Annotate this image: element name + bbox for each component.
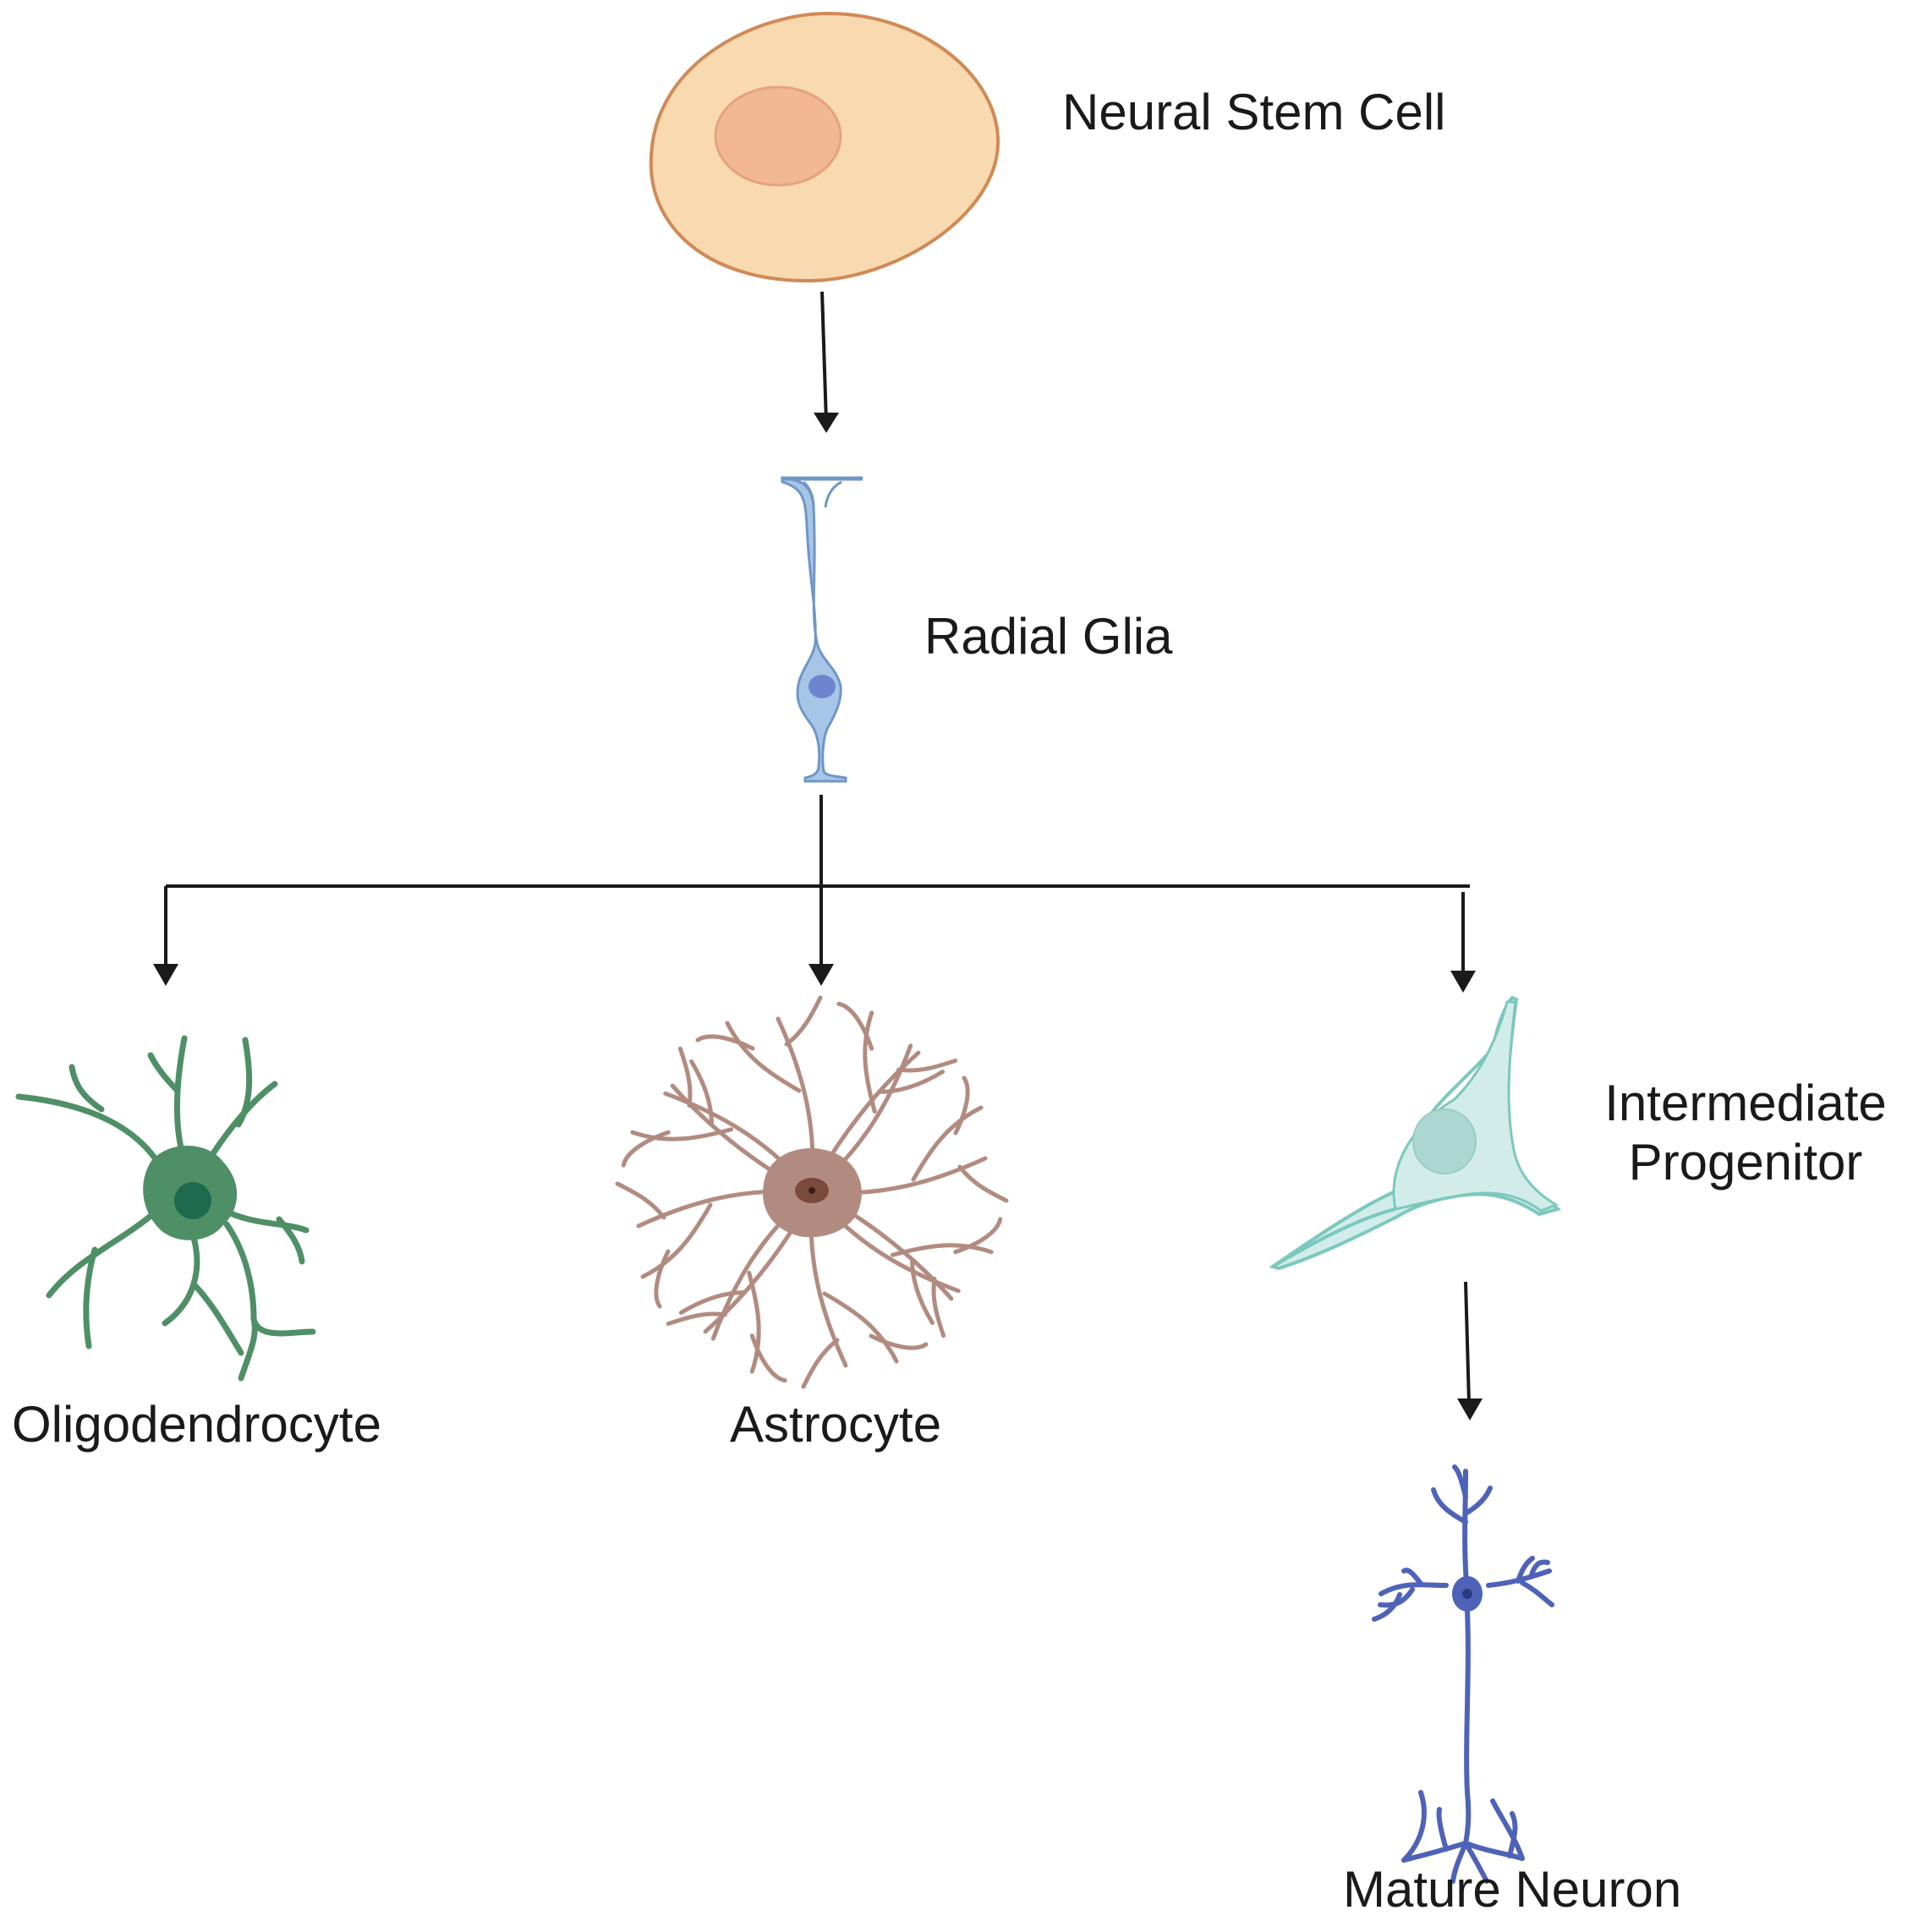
oligo-nucleus: [174, 1182, 211, 1219]
label-oligodendrocyte: Oligodendrocyte: [12, 1396, 381, 1453]
arrowhead-neuron: [1457, 1398, 1483, 1420]
mature-neuron-icon: [1372, 1464, 1554, 1884]
label-mature-neuron: Mature Neuron: [1343, 1861, 1681, 1918]
label-neural-stem-cell: Neural Stem Cell: [1062, 84, 1446, 140]
ip-nucleus: [1412, 1108, 1477, 1174]
arrows: [153, 291, 1483, 1420]
arrow-ip-to-neuron: [1464, 1281, 1471, 1404]
label-astrocyte: Astrocyte: [730, 1396, 941, 1453]
arrowhead-oligo: [153, 964, 178, 986]
arrowhead-astro: [809, 964, 834, 986]
oligodendrocyte-icon: [15, 1035, 316, 1382]
radial-nucleus: [809, 675, 836, 698]
astrocyte-icon: [615, 995, 1009, 1389]
label-radial-glia: Radial Glia: [924, 608, 1173, 665]
ip-body: [1392, 1000, 1559, 1212]
intermediate-progenitor-icon: [1269, 995, 1562, 1271]
neural-stem-cell-icon: [649, 11, 1000, 283]
arrow-stem-to-radial: [820, 291, 828, 424]
stem-nucleus: [714, 85, 842, 187]
radial-glia-icon: [781, 476, 863, 783]
label-progenitor: Progenitor: [1629, 1134, 1863, 1190]
arrowhead-radial: [814, 413, 839, 433]
label-intermediate: Intermediate: [1604, 1075, 1887, 1131]
arrowhead-ip: [1450, 971, 1476, 993]
